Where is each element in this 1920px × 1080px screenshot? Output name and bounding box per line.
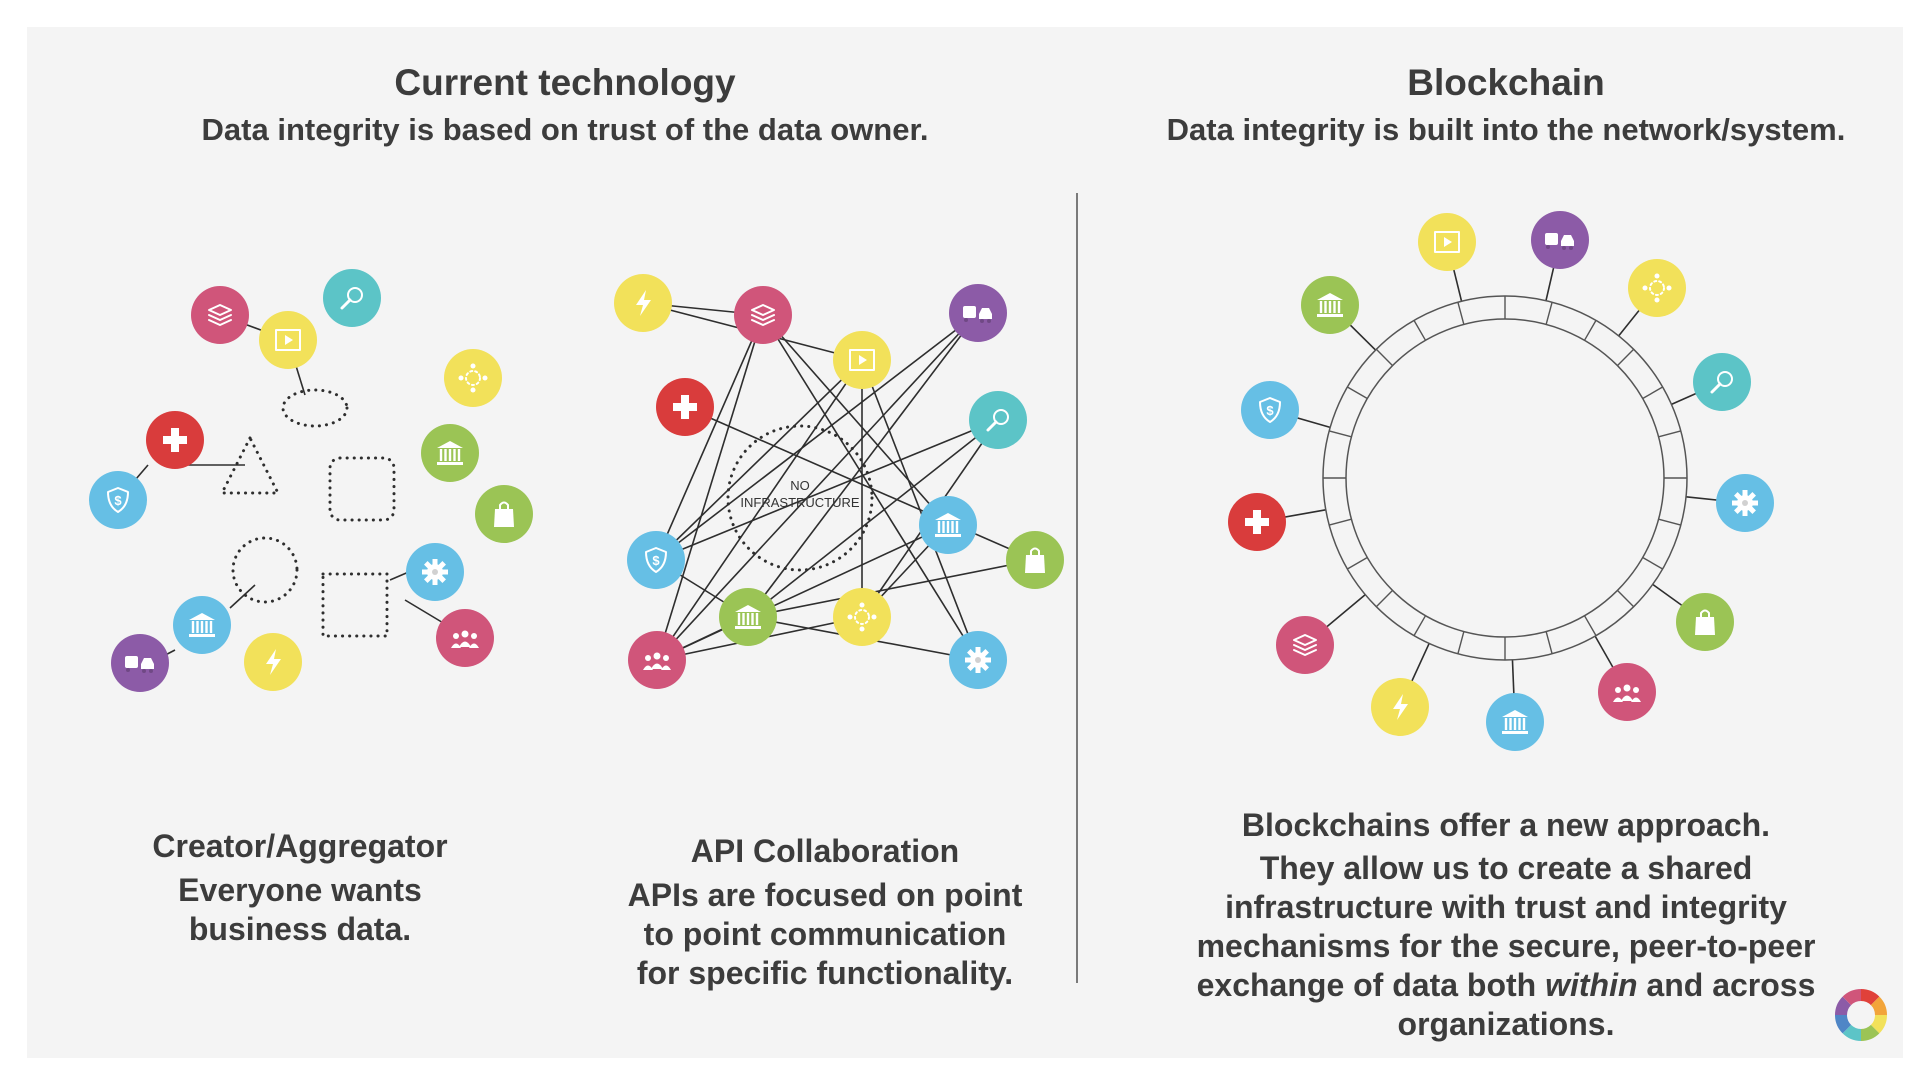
api-collaboration-title: API Collaboration	[690, 833, 960, 869]
caption-text: and across	[1637, 967, 1816, 1003]
aggregator-shape	[328, 456, 396, 522]
network-icon	[1628, 259, 1686, 317]
connector-line	[747, 312, 979, 618]
connector-line	[656, 312, 979, 661]
video-icon	[259, 311, 317, 369]
no-infrastructure-label: NO	[790, 478, 810, 493]
bank-icon	[1301, 276, 1359, 334]
lightning-icon	[1371, 678, 1429, 736]
creator-aggregator-line-2: business data.	[188, 911, 412, 947]
transport-icon	[111, 634, 169, 692]
svg-text:$: $	[652, 553, 660, 568]
brand-logo	[1835, 989, 1887, 1041]
blockchain-caption-line-1: Blockchains offer a new approach.	[1241, 807, 1771, 843]
api-collaboration-line-2: to point communication	[643, 916, 1007, 952]
video-icon	[1418, 213, 1476, 271]
people-icon	[436, 609, 494, 667]
aggregator-shape	[321, 572, 389, 638]
blockchain-caption-line-4: mechanisms for the secure, peer-to-peer	[1196, 928, 1816, 964]
shield-dollar-icon: $	[1241, 381, 1299, 439]
transport-icon	[949, 284, 1007, 342]
aggregator-shape	[219, 434, 281, 495]
medical-cross-icon	[656, 378, 714, 436]
right-subtitle: Data integrity is built into the network…	[1166, 112, 1846, 147]
gear-icon	[1716, 474, 1774, 532]
gear-icon	[406, 543, 464, 601]
medical-cross-icon	[1228, 493, 1286, 551]
connector-line	[655, 312, 979, 561]
shopping-bag-icon	[475, 485, 533, 543]
layers-icon	[191, 286, 249, 344]
connector-line	[229, 584, 256, 609]
connector-line	[655, 359, 863, 561]
svg-text:$: $	[1266, 403, 1274, 418]
bank-icon	[919, 496, 977, 554]
api-collaboration-line-3: for specific functionality.	[636, 955, 1014, 991]
blockchain-caption-line-3: infrastructure with trust and integrity	[1225, 889, 1787, 925]
lightning-icon	[244, 633, 302, 691]
connector-line	[655, 314, 764, 561]
right-title: Blockchain	[1407, 62, 1605, 103]
blockchain-caption-line-2: They allow us to create a shared	[1259, 850, 1753, 886]
shield-dollar-icon: $	[89, 471, 147, 529]
bank-icon	[421, 424, 479, 482]
shopping-bag-icon	[1006, 531, 1064, 589]
blockchain-caption-line-5: exchange of data both within and across	[1106, 966, 1906, 1005]
shopping-bag-icon	[1676, 593, 1734, 651]
shield-dollar-icon: $	[627, 531, 685, 589]
transport-icon	[1531, 211, 1589, 269]
section-divider	[1076, 193, 1078, 983]
bank-icon	[719, 588, 777, 646]
connector-line	[747, 419, 999, 618]
caption-emphasis: within	[1545, 967, 1638, 1003]
bank-icon	[1486, 693, 1544, 751]
bank-icon	[173, 596, 231, 654]
video-icon	[833, 331, 891, 389]
search-icon	[1693, 353, 1751, 411]
creator-aggregator-line-1: Everyone wants	[178, 872, 422, 908]
no-infrastructure-ring	[726, 424, 874, 572]
creator-aggregator-title: Creator/Aggregator	[152, 828, 448, 864]
layers-icon	[734, 286, 792, 344]
left-subtitle: Data integrity is based on trust of the …	[201, 112, 929, 147]
network-icon	[444, 349, 502, 407]
connector-line	[684, 406, 1036, 561]
connector-line	[656, 314, 764, 661]
connector-line	[655, 419, 999, 561]
people-icon	[1598, 663, 1656, 721]
gear-icon	[949, 631, 1007, 689]
svg-text:$: $	[114, 493, 122, 508]
search-icon	[323, 269, 381, 327]
search-icon	[969, 391, 1027, 449]
people-icon	[628, 631, 686, 689]
left-title: Current technology	[394, 62, 736, 103]
connector-line	[656, 359, 863, 661]
network-icon	[833, 588, 891, 646]
lightning-icon	[614, 274, 672, 332]
blockchain-ring	[1322, 295, 1688, 661]
caption-text: exchange of data both	[1196, 967, 1546, 1003]
layers-icon	[1276, 616, 1334, 674]
medical-cross-icon	[146, 411, 204, 469]
no-infrastructure-label: INFRASTRUCTURE	[740, 495, 859, 510]
connector-line	[747, 559, 1036, 618]
api-collaboration-line-1: APIs are focused on point	[627, 877, 1023, 913]
aggregator-shape	[231, 536, 299, 604]
aggregator-shape	[281, 388, 349, 428]
connector-line	[762, 314, 949, 526]
blockchain-caption-line-6: organizations.	[1397, 1006, 1615, 1042]
